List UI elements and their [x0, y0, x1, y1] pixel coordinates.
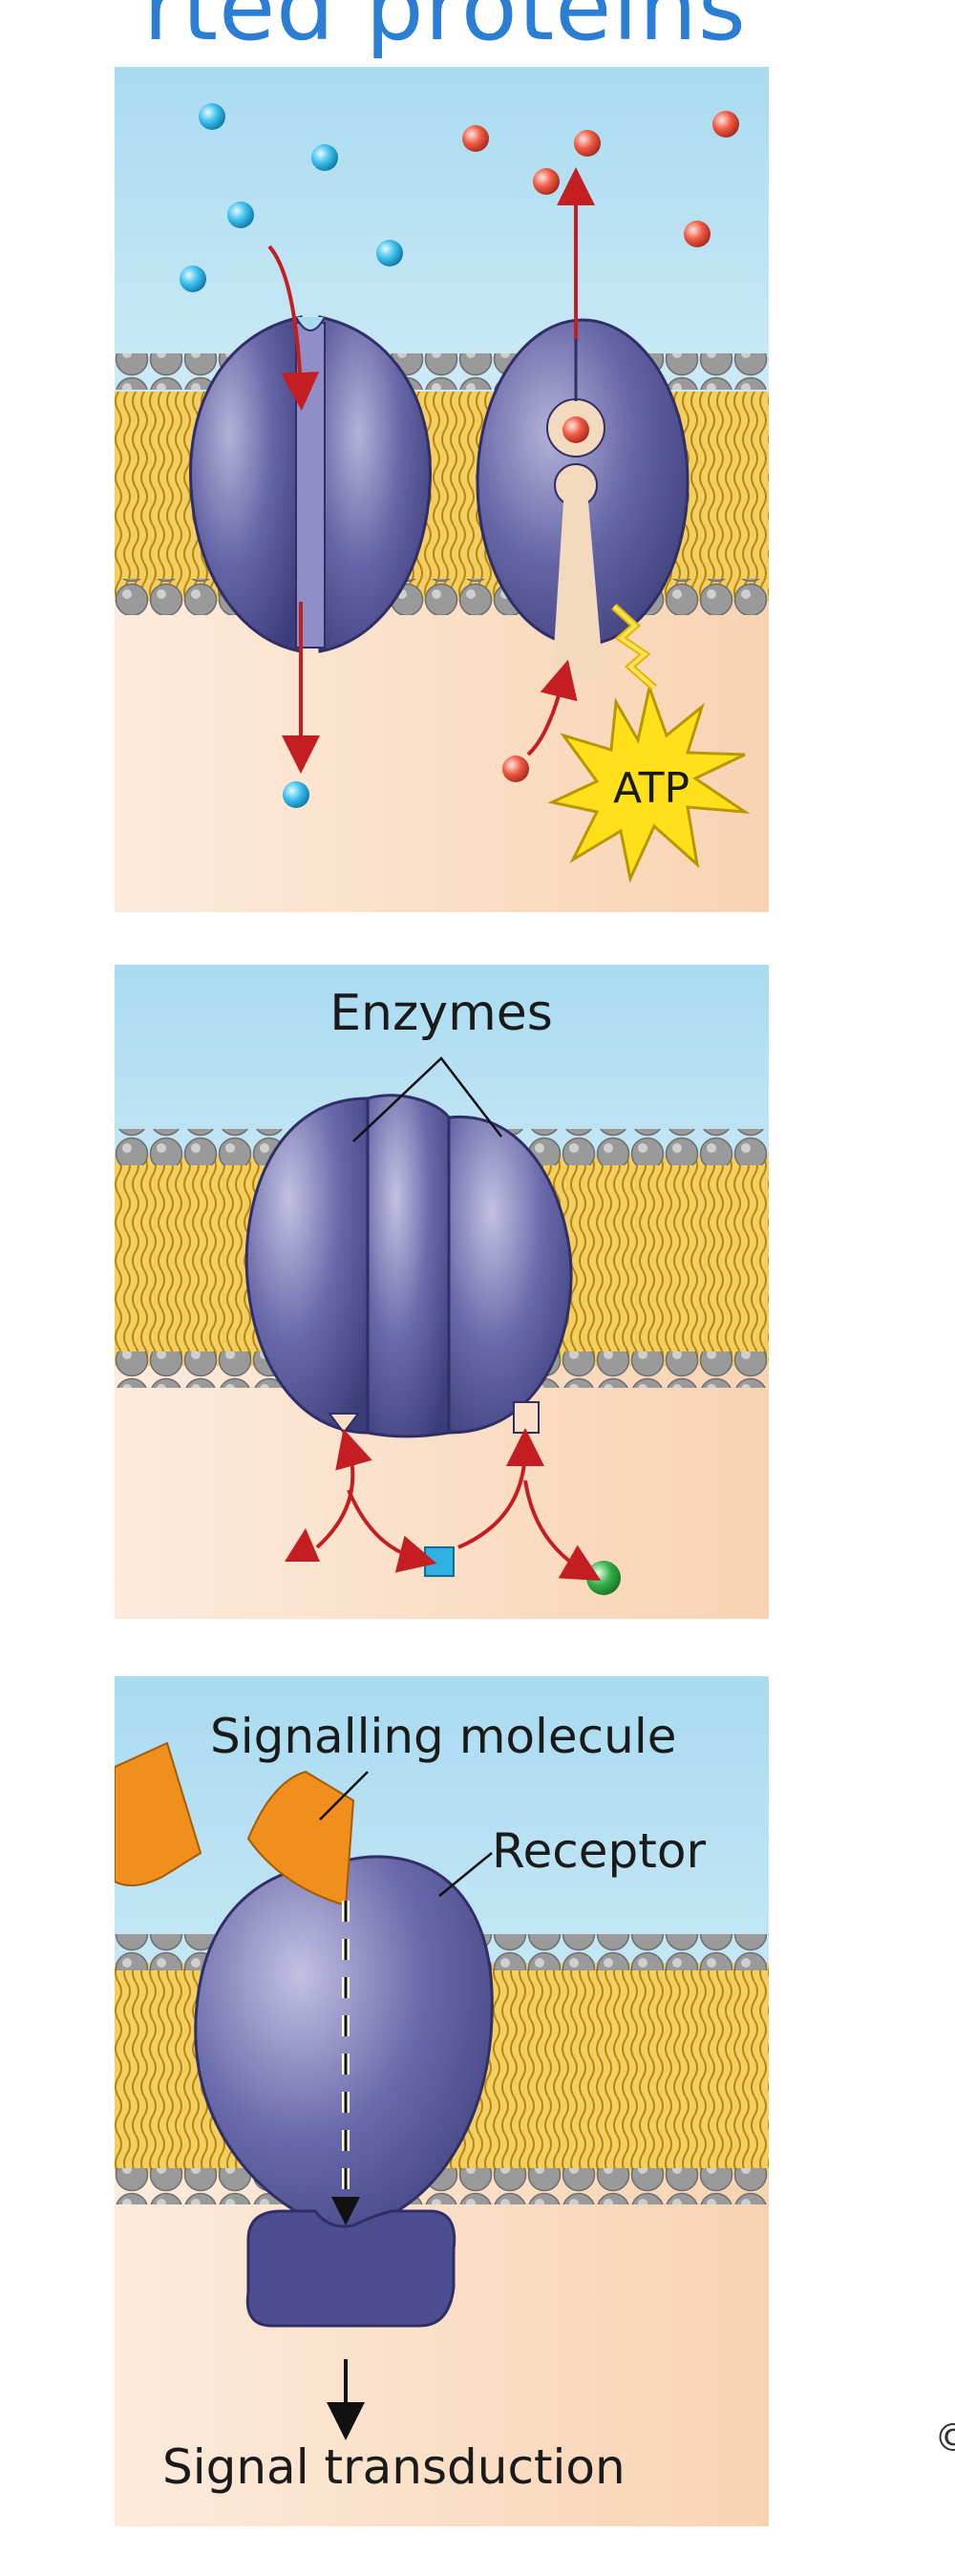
transport-panel: ATP [115, 67, 769, 912]
signal-panel: Signalling molecule Receptor Signal tran… [115, 1676, 769, 2526]
signal-transduction-label: Signal transduction [162, 2439, 626, 2495]
copyright-mark: © [934, 2416, 955, 2460]
enzymes-label: Enzymes [329, 985, 553, 1042]
receptor-leader [438, 1852, 493, 1897]
pump-protein [476, 318, 690, 678]
receptor-protein [194, 1855, 494, 2328]
signalling-molecule-leader [319, 1771, 369, 1820]
enzymes-leader-lines [352, 1056, 502, 1142]
page-title: rted proteins [143, 0, 747, 61]
transport-arrows [267, 167, 595, 774]
channel-protein [189, 315, 432, 653]
enzyme-proteins [244, 1094, 573, 1438]
reaction-arrows [315, 1428, 602, 1582]
free-signal-molecule [115, 1741, 202, 1886]
enzymes-panel: Enzymes [115, 965, 769, 1619]
signalling-molecule-label: Signalling molecule [210, 1709, 676, 1764]
red-molecules [462, 111, 739, 782]
receptor-label: Receptor [492, 1823, 706, 1879]
atp-label: ATP [613, 764, 690, 813]
blue-molecules [180, 103, 403, 808]
atp-star: ATP [547, 604, 751, 884]
